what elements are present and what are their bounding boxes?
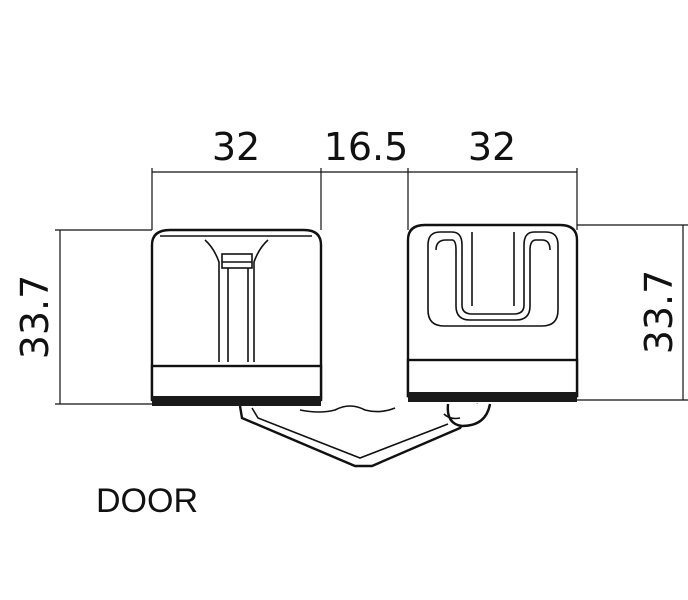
left-hinge-block [150, 228, 323, 406]
hinge-arm [238, 403, 492, 468]
door-label: DOOR [96, 482, 198, 520]
right-hinge-block [406, 223, 579, 402]
top-dimension-lines [151, 168, 578, 230]
dimension-left-height: 33.7 [13, 275, 57, 360]
dimension-left-width: 32 [212, 125, 260, 169]
right-height-dimension-lines [577, 224, 688, 401]
dimension-right-width: 32 [468, 125, 516, 169]
dimension-gap: 16.5 [324, 125, 409, 169]
dimension-right-height: 33.7 [637, 270, 681, 355]
left-height-dimension-lines [55, 229, 152, 405]
